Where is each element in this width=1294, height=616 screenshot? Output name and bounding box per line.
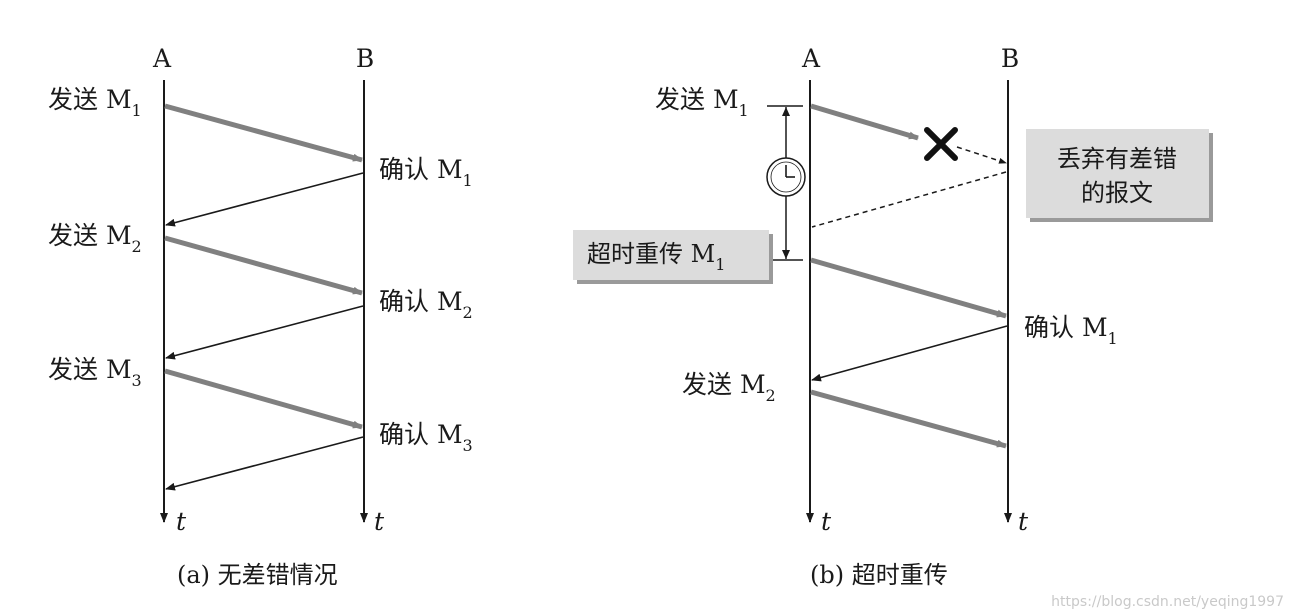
node-a-label: A [801,44,821,73]
data-frame-arrow-2 [164,235,363,296]
ack-arrow-2 [165,305,364,360]
data-frame-arrow-3 [164,368,363,430]
send-label-3: 发送 M3 [48,355,142,390]
node-b-label: B [356,44,374,73]
send-label-1: 发送 M1 [48,85,142,120]
retransmit-note-box: 超时重传 M1 [573,230,773,284]
ack-label-1: 确认 M1 [1024,313,1118,348]
retransmit-frame-arrow [810,257,1007,319]
lost-frame-arrow [810,103,919,141]
time-label-a: t [821,507,832,536]
node-a-label: A [152,44,172,73]
watermark: https://blog.csdn.net/yeqing1997 [1051,594,1284,610]
send-label-1: 发送 M1 [655,85,749,120]
clock-icon [766,157,806,197]
panel-a: A B t t 发送 M1 发送 M2 发送 M3 确认 M1 确认 M2 确认… [48,44,473,589]
time-label-a: t [176,507,187,536]
missing-ack-dashed-line [811,171,1007,228]
data-frame-arrow-2 [810,389,1007,449]
retransmit-label: 超时重传 M1 [587,240,725,274]
lost-frame-x-icon [924,127,958,161]
discard-note-line-2: 的报文 [1081,179,1153,207]
panel-b: A B t t 丢弃有差错 的报文 [573,44,1213,589]
data-frame-arrow-1 [164,103,363,163]
lost-frame-dashed-path [956,146,1007,164]
timeout-timer [766,105,806,261]
ack-arrow-1 [811,325,1008,382]
node-b-label: B [1001,44,1019,73]
discard-note-box: 丢弃有差错 的报文 [1026,129,1213,222]
ack-arrow-3 [165,436,364,491]
discard-note-line-1: 丢弃有差错 [1057,145,1177,173]
ack-label-1: 确认 M1 [379,155,473,190]
ack-arrow-1 [165,172,364,227]
caption-b: (b) 超时重传 [810,561,948,589]
ack-label-2: 确认 M2 [379,287,473,322]
time-label-b: t [374,507,385,536]
time-label-b: t [1018,507,1029,536]
send-label-2: 发送 M2 [48,221,142,256]
ack-label-3: 确认 M3 [379,420,473,455]
send-label-2: 发送 M2 [682,370,776,405]
caption-a: (a) 无差错情况 [177,561,338,589]
